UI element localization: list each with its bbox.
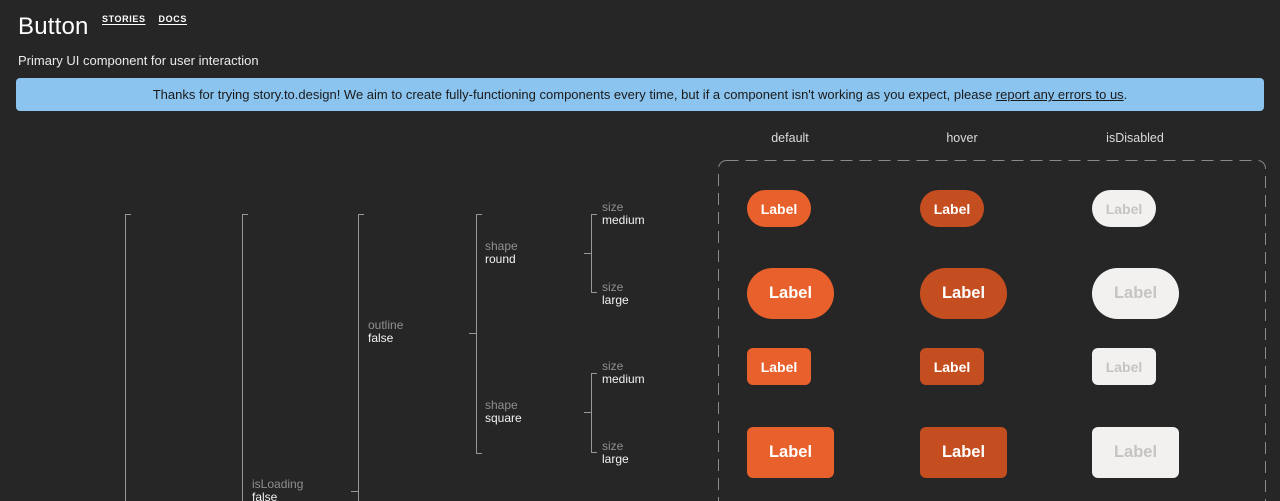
button-round-medium-disabled[interactable]: Label (1092, 190, 1156, 227)
tree-prop-value: medium (602, 372, 645, 386)
button-square-large-hover[interactable]: Label (920, 427, 1007, 478)
column-header-hover: hover (946, 131, 978, 145)
tree-prop-name: size (602, 359, 624, 373)
tree-line (242, 214, 243, 501)
button-round-medium-hover[interactable]: Label (920, 190, 984, 227)
button-round-large-default[interactable]: Label (747, 268, 834, 319)
doc-tabs: STORIES DOCS (102, 14, 187, 24)
tree-line (591, 214, 592, 293)
page-title: Button (18, 13, 89, 40)
tree-node-shape-round: shape round (485, 240, 518, 266)
tree-prop-name: isLoading (252, 477, 304, 491)
button-round-large-disabled[interactable]: Label (1092, 268, 1179, 319)
button-square-large-default[interactable]: Label (747, 427, 834, 478)
tree-line (591, 373, 597, 374)
tab-docs[interactable]: DOCS (158, 14, 187, 24)
button-round-large-hover[interactable]: Label (920, 268, 1007, 319)
button-square-large-disabled[interactable]: Label (1092, 427, 1179, 478)
tree-prop-value: square (485, 411, 522, 425)
tree-node-shape-square: shape square (485, 399, 522, 425)
tree-line (476, 453, 482, 454)
tree-line (358, 214, 359, 501)
button-square-medium-disabled[interactable]: Label (1092, 348, 1156, 385)
tree-prop-value: false (252, 490, 278, 501)
tree-node-size-medium-2: size medium (602, 360, 645, 386)
tree-line (591, 452, 597, 453)
tree-line (476, 214, 477, 454)
tree-line (358, 214, 364, 215)
tree-node-outline: outline false (368, 319, 403, 345)
tree-line (476, 214, 482, 215)
report-errors-link[interactable]: report any errors to us (995, 87, 1124, 102)
tree-line (125, 214, 126, 501)
banner-text: Thanks for trying story.to.design! We ai… (152, 87, 1128, 102)
tree-prop-value: false (368, 331, 394, 345)
tree-line (351, 491, 358, 492)
tree-prop-value: round (485, 252, 516, 266)
button-round-medium-default[interactable]: Label (747, 190, 811, 227)
tree-line (469, 333, 476, 334)
tree-node-size-large-2: size large (602, 440, 629, 466)
tree-prop-name: shape (485, 398, 518, 412)
button-square-medium-default[interactable]: Label (747, 348, 811, 385)
column-header-isdisabled: isDisabled (1106, 131, 1164, 145)
tree-prop-name: size (602, 200, 624, 214)
info-banner: Thanks for trying story.to.design! We ai… (16, 78, 1264, 111)
tree-line (591, 292, 597, 293)
tree-node-size-medium-1: size medium (602, 201, 645, 227)
tree-line (591, 373, 592, 453)
tree-prop-value: large (602, 293, 629, 307)
tree-line (125, 214, 131, 215)
tree-prop-name: size (602, 439, 624, 453)
tree-prop-value: large (602, 452, 629, 466)
column-header-default: default (771, 131, 809, 145)
tree-prop-name: size (602, 280, 624, 294)
button-square-medium-hover[interactable]: Label (920, 348, 984, 385)
tree-prop-value: medium (602, 213, 645, 227)
tree-prop-name: shape (485, 239, 518, 253)
tree-line (584, 253, 591, 254)
tab-stories[interactable]: STORIES (102, 14, 146, 24)
tree-prop-name: outline (368, 318, 404, 332)
tree-node-size-large-1: size large (602, 281, 629, 307)
tree-node-isloading: isLoading false (252, 478, 303, 501)
tree-line (584, 412, 591, 413)
component-subtitle: Primary UI component for user interactio… (18, 53, 259, 68)
tree-line (591, 214, 597, 215)
tree-line (242, 214, 248, 215)
